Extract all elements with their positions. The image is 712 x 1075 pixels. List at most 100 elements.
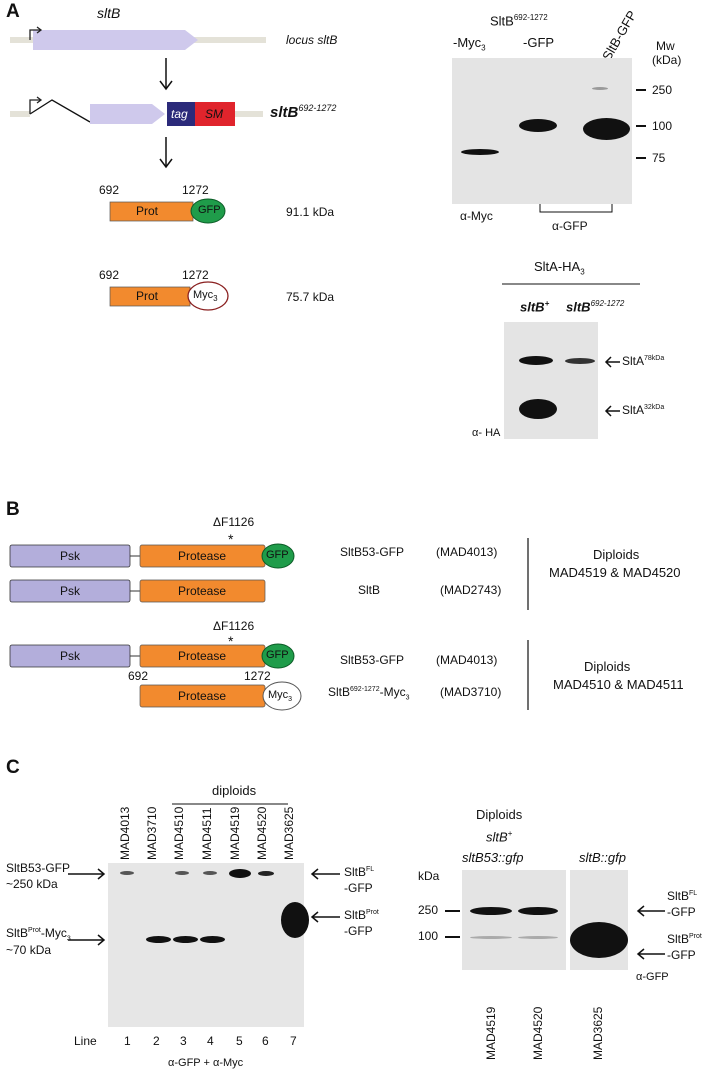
c-left-arrows — [68, 868, 340, 946]
b2-diploid-title: Diploids — [584, 659, 631, 674]
c-line-6: 6 — [262, 1034, 269, 1048]
b2-diploid-strains: MAD4510 & MAD4511 — [553, 677, 684, 692]
b1-psk-1: Psk — [60, 549, 81, 563]
b2-gfp: GFP — [266, 649, 289, 661]
b1-row1-strain: (MAD4013) — [436, 545, 498, 559]
deletion-line — [29, 99, 91, 123]
blot2-header-line — [502, 283, 640, 285]
blot2-band-top-label: SltA78kDa — [622, 354, 665, 368]
c-right-antibody: α-GFP — [636, 971, 669, 983]
c-line-1: 1 — [124, 1034, 131, 1048]
blot2-band-bottom-label: SltA32kDa — [622, 403, 665, 417]
gfp-construct-start: 692 — [99, 183, 120, 197]
blot1-band-gfp — [519, 119, 557, 132]
sm-label: SM — [205, 107, 223, 121]
b2-star: * — [228, 633, 234, 649]
sltb-gene-label: sltB — [97, 5, 121, 21]
b2-mutation: ΔF1126 — [213, 619, 255, 633]
c-line-5: 5 — [236, 1034, 243, 1048]
blot2-col-trunc: sltB692-1272 — [566, 299, 625, 315]
c-left-top-mw: ~250 kDa — [6, 877, 58, 891]
panel-b-diagram — [9, 538, 529, 711]
gene-locus-diagram — [10, 26, 266, 311]
locus-label: locus sltB — [286, 33, 338, 47]
b1-mutation: ΔF1126 — [213, 515, 255, 529]
gfp-construct-prot-label: Prot — [136, 204, 159, 218]
c-right-band-4519-faint — [470, 936, 512, 939]
blot2-antibody: α- HA — [472, 427, 501, 439]
panel-c-label: C — [6, 757, 20, 778]
c-left-bottom-mw: ~70 kDa — [6, 943, 52, 957]
gfp-construct-end: 1272 — [182, 183, 209, 197]
blot2-col-wt: sltB+ — [520, 299, 550, 315]
c-right-lane-2: MAD4520 — [531, 1006, 545, 1060]
c-left-antibody: α-GFP + α-Myc — [168, 1057, 244, 1069]
blot2-header: SltA-HA3 — [534, 259, 585, 277]
c-right-marker-100: 100 — [418, 929, 439, 943]
b1-gfp: GFP — [266, 549, 289, 561]
c-band-l3-top — [175, 871, 189, 875]
c-line-label: Line — [74, 1034, 97, 1048]
blot2-band-wt-78 — [519, 356, 553, 365]
myc-construct-end: 1272 — [182, 268, 209, 282]
c-right-top-name: SltBFL — [667, 889, 698, 903]
truncated-gene-label: sltB692-1272 — [270, 103, 337, 121]
c-right-kda: kDa — [418, 869, 440, 883]
c-band-l5-top — [229, 869, 251, 878]
blot1-antibody-gfp: α-GFP — [552, 219, 588, 233]
blot1-marker-100: 100 — [652, 119, 673, 133]
panel-b-label: B — [6, 499, 20, 520]
b2-end: 1272 — [244, 669, 271, 683]
blot1-col-myc: -Myc3 — [453, 35, 486, 53]
c-line-3: 3 — [180, 1034, 187, 1048]
b2-row1-name: SltB53-GFP — [340, 653, 405, 667]
c-right-top-suffix: -GFP — [344, 881, 373, 895]
b2-row2-name: SltB692-1272-Myc3 — [328, 685, 410, 702]
c-diploids-label: diploids — [212, 783, 257, 798]
truncated-gene-arrow — [90, 104, 165, 124]
c-right-band-4520-top — [518, 907, 558, 915]
c-right-lane-1: MAD4519 — [484, 1006, 498, 1060]
blot1-band-sltb-gfp-faint — [592, 87, 608, 90]
c-right-genotype2: sltB53::gfp — [462, 850, 524, 865]
b2-psk: Psk — [60, 649, 81, 663]
c-right-band-4520-faint — [518, 936, 558, 939]
truncated-locus-line-left — [10, 111, 30, 117]
blot1-marker-75: 75 — [652, 151, 666, 165]
promoter-arrow-2 — [29, 99, 40, 114]
blot1-mw-title: Mw — [656, 39, 675, 53]
c-band-l2-myc — [146, 936, 171, 943]
b1-row2-name: SltB — [358, 583, 381, 597]
c-right-ticks-arrows — [445, 905, 665, 960]
c-line-7: 7 — [290, 1034, 297, 1048]
b1-protease-1: Protease — [178, 549, 227, 563]
myc-construct-prot-label: Prot — [136, 289, 159, 303]
c-left-bottom-name: SltBProt-Myc3 — [6, 926, 71, 943]
b2-row1-strain: (MAD4013) — [436, 653, 498, 667]
b2-myc: Myc3 — [268, 689, 293, 704]
myc-ellipse — [187, 281, 229, 311]
blot2-band-wt-32 — [519, 399, 557, 419]
b1-diploid-title: Diploids — [593, 547, 640, 562]
c-right-band-3625-prot — [570, 922, 628, 958]
b1-row1-name: SltB53-GFP — [340, 545, 405, 559]
c-diploids-line — [172, 803, 288, 805]
tag-box — [167, 102, 195, 126]
c-right-band-4519-top — [470, 907, 512, 915]
c-left-top-name: SltB53-GFP — [6, 861, 71, 875]
blot1-marker-ticks — [636, 89, 646, 159]
c-right-genotype1: sltB+ — [486, 829, 513, 845]
blot1-antibody-myc: α-Myc — [460, 209, 493, 223]
b1-row2-strain: (MAD2743) — [440, 583, 502, 597]
c-right-bottom-name: SltBProt — [667, 932, 702, 946]
b2-start: 692 — [128, 669, 149, 683]
b2-protease-1: Protease — [178, 649, 227, 663]
promoter-arrow-1 — [29, 29, 40, 40]
c-right-top-suffix: -GFP — [667, 905, 696, 919]
myc-construct-start: 692 — [99, 268, 120, 282]
c-right-bottom-name: SltBProt — [344, 908, 379, 922]
b1-protease-2: Protease — [178, 584, 227, 598]
gfp-construct-mw: 91.1 kDa — [286, 205, 335, 219]
c-right-lane-3: MAD3625 — [591, 1006, 605, 1060]
b1-star: * — [228, 531, 234, 547]
